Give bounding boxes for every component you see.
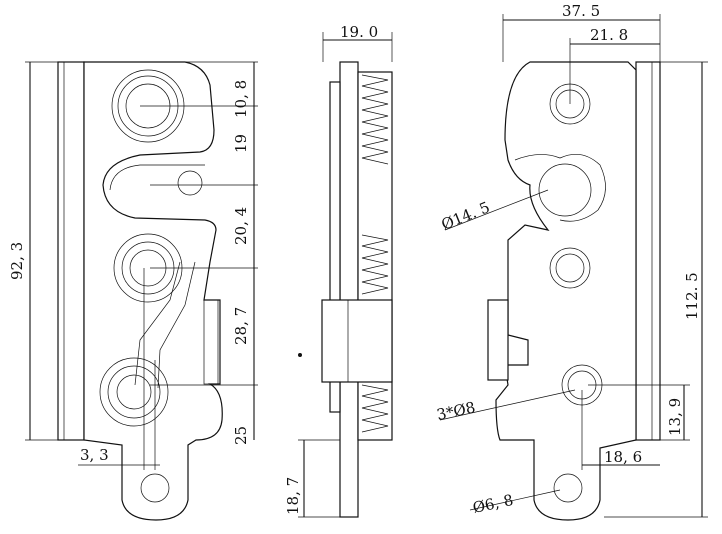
rear-latch-cavity bbox=[538, 163, 592, 217]
dim-thickness-19: 19. 0 bbox=[340, 23, 378, 41]
side-bolt-block bbox=[321, 299, 393, 383]
front-bottom-eye bbox=[140, 473, 170, 503]
dim-dia-6-8: Ø6, 8 bbox=[471, 491, 515, 517]
side-spring-upper bbox=[361, 74, 389, 165]
front-view bbox=[25, 61, 258, 521]
dim-gap-19: 19 bbox=[232, 134, 250, 153]
dim-span-20-4: 20, 4 bbox=[232, 207, 250, 245]
dim-18-6: 18, 6 bbox=[604, 448, 642, 466]
rear-bottom-eye bbox=[553, 473, 583, 503]
front-low-hole bbox=[99, 357, 169, 427]
rear-back-plate bbox=[635, 61, 661, 441]
dim-13-9: 13, 9 bbox=[666, 398, 684, 436]
dim-bottom-18-7: 18, 7 bbox=[284, 477, 302, 515]
dim-span-28-7: 28, 7 bbox=[232, 307, 250, 345]
rear-mid-hole bbox=[549, 247, 591, 289]
dim-offset-3-3: 3, 3 bbox=[80, 446, 109, 464]
front-back-plate bbox=[57, 61, 85, 441]
dim-dia-14-5: Ø14. 5 bbox=[439, 198, 493, 234]
front-plate-outline bbox=[83, 61, 223, 521]
side-main-plate bbox=[339, 61, 359, 518]
dim-holes-3x8: 3*Ø8 bbox=[435, 398, 477, 424]
side-view bbox=[298, 32, 393, 518]
side-spring-lower bbox=[361, 234, 389, 433]
rear-view bbox=[439, 14, 708, 521]
dim-width-21-8: 21. 8 bbox=[590, 26, 628, 44]
dim-left-height: 92, 3 bbox=[8, 242, 26, 280]
dim-width-37-5: 37. 5 bbox=[562, 2, 600, 20]
dim-span-25: 25 bbox=[232, 426, 250, 445]
dim-hole-10-8: 10, 8 bbox=[232, 80, 250, 118]
dim-height-112-5: 112. 5 bbox=[683, 272, 701, 320]
